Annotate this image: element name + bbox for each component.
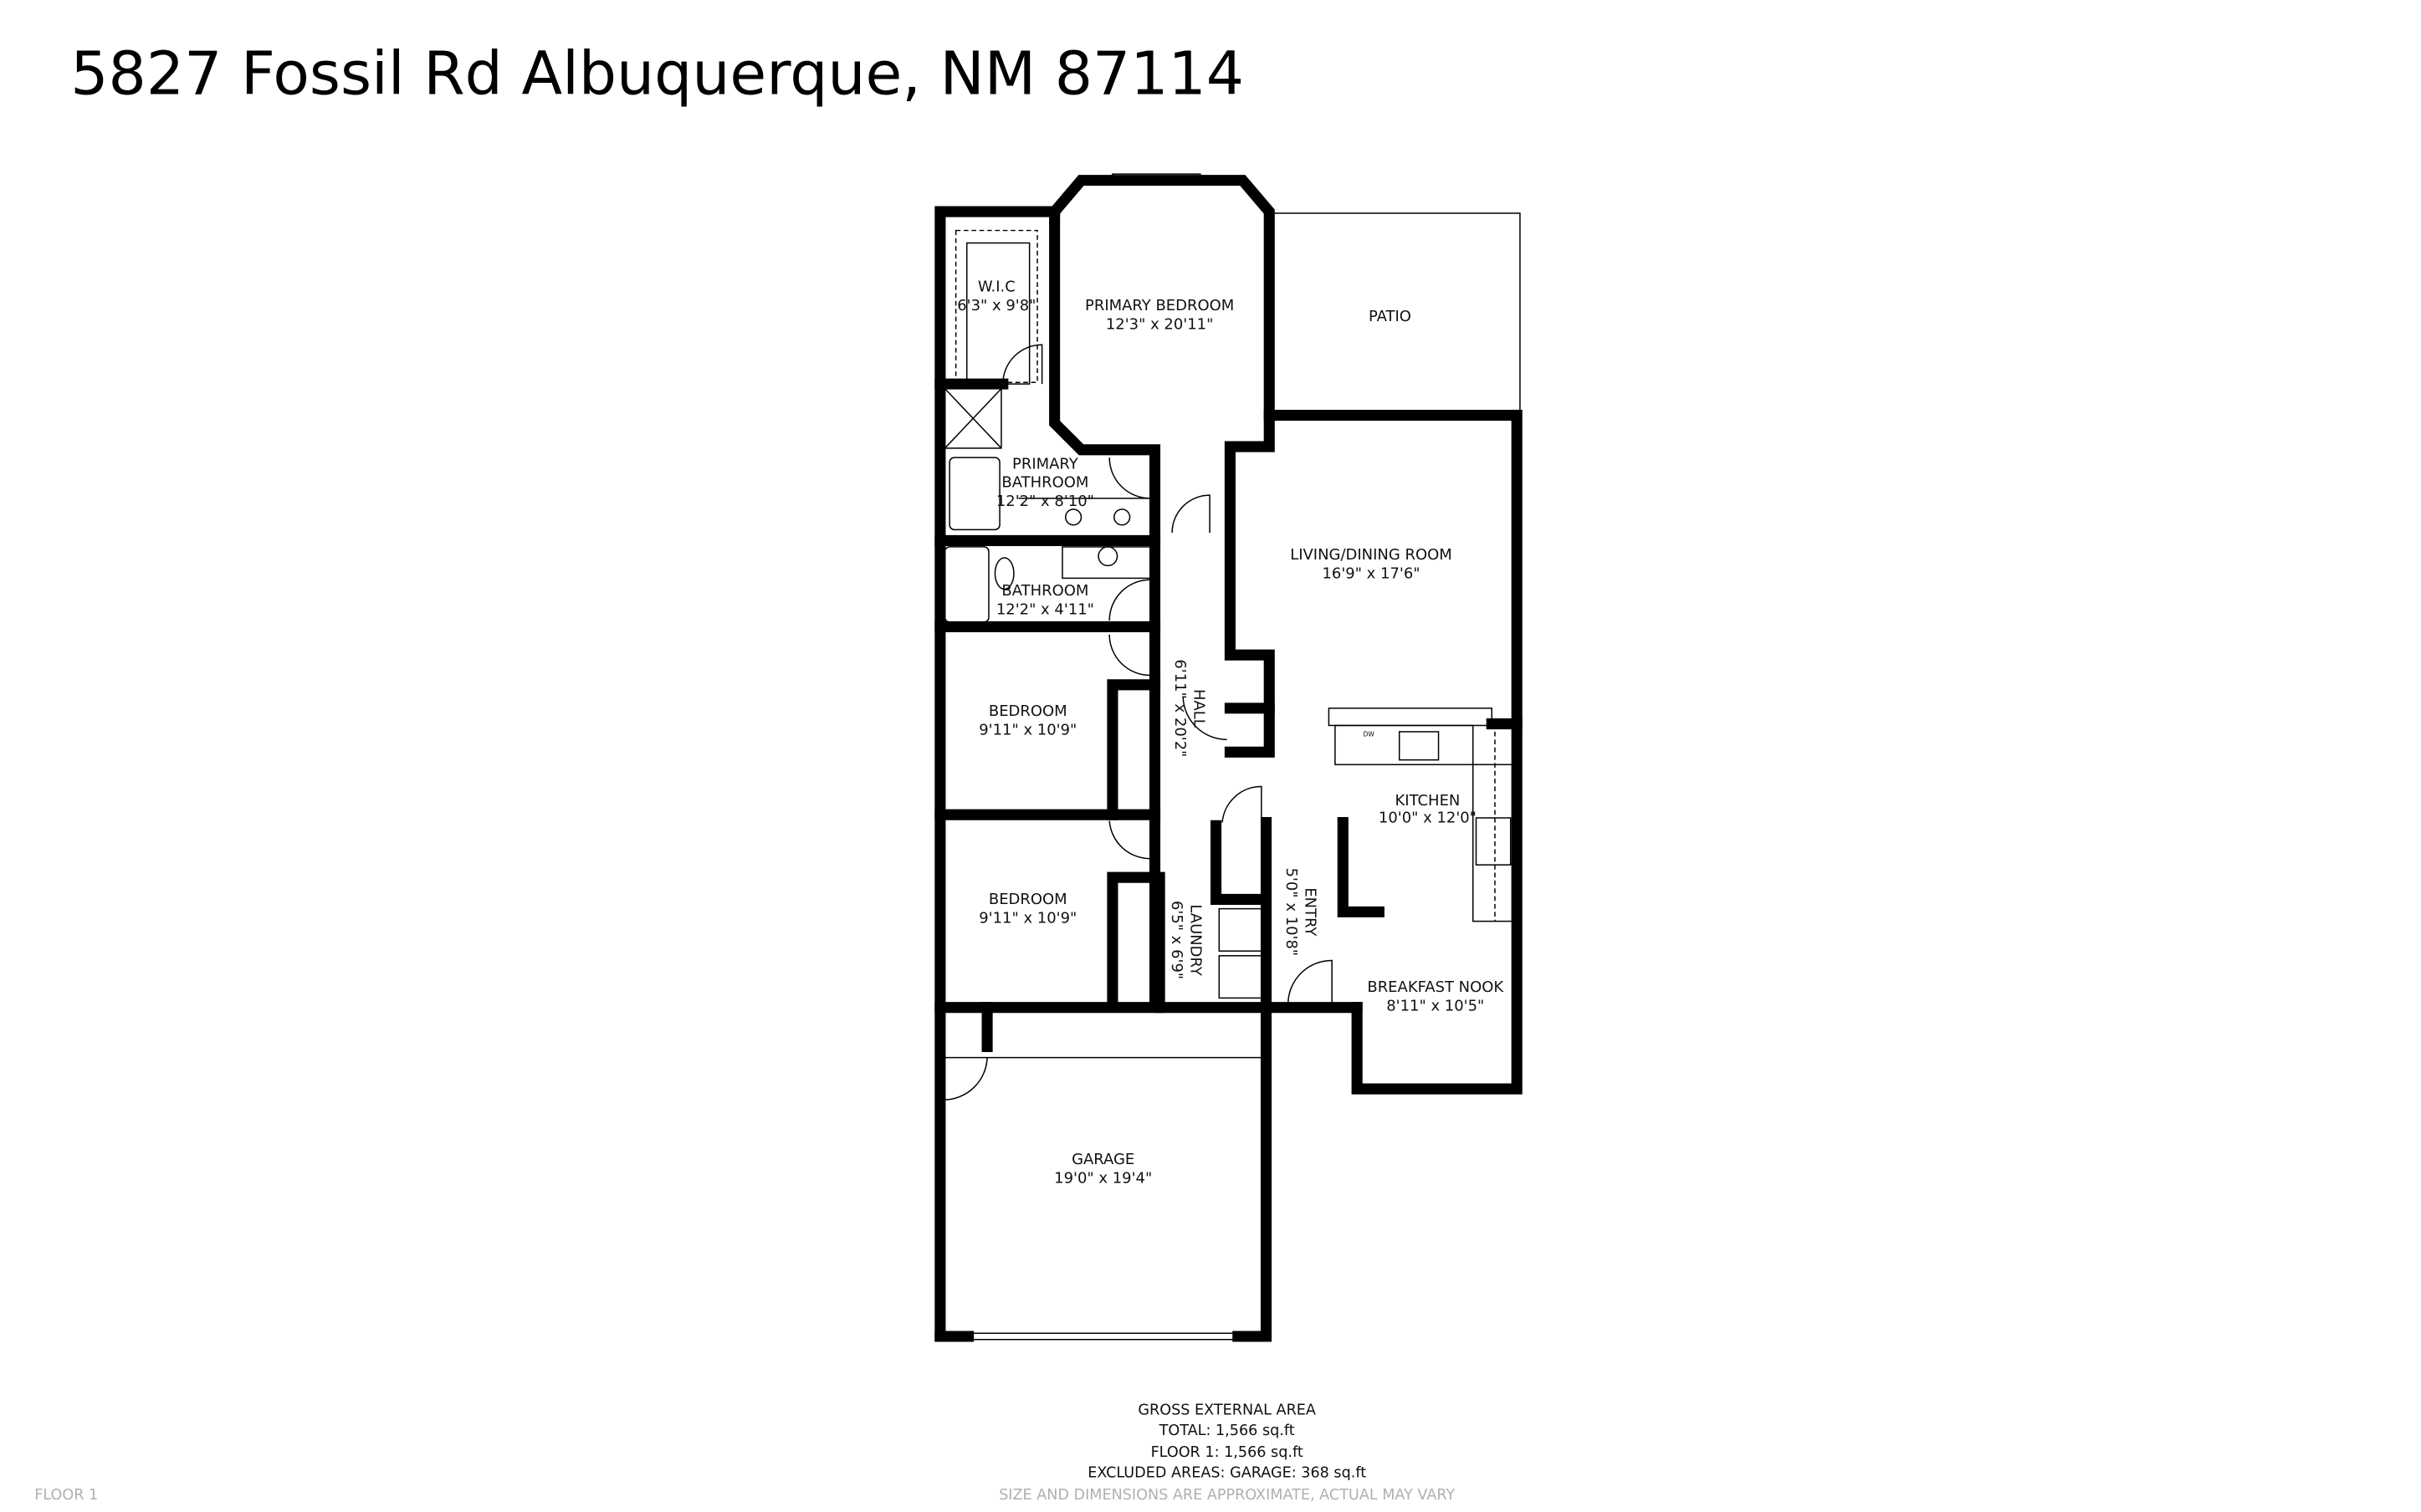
svg-text:8'11" x 10'5": 8'11" x 10'5" (1386, 997, 1484, 1014)
page-title: 5827 Fossil Rd Albuquerque, NM 87114 (70, 39, 1244, 109)
svg-text:BATHROOM: BATHROOM (1001, 582, 1088, 600)
svg-text:6'11" x 20'2": 6'11" x 20'2" (1171, 659, 1189, 757)
dishwasher-label: DW (1364, 731, 1375, 738)
room-label-patio: PATIO (1369, 308, 1411, 325)
room-label-primary-bathroom: PRIMARY BATHROOM 12'2" x 8'10" (996, 455, 1094, 510)
room-label-bathroom: BATHROOM 12'2" x 4'11" (996, 582, 1094, 618)
svg-text:19'0" x 19'4": 19'0" x 19'4" (1054, 1169, 1152, 1187)
svg-text:BEDROOM: BEDROOM (989, 702, 1067, 720)
room-label-garage: GARAGE 19'0" x 19'4" (1054, 1151, 1152, 1187)
svg-text:LIVING/DINING ROOM: LIVING/DINING ROOM (1290, 546, 1452, 564)
floor-plan: DW (934, 173, 1523, 1342)
svg-text:12'3" x 20'11": 12'3" x 20'11" (1106, 316, 1214, 334)
area-summary: GROSS EXTERNAL AREA TOTAL: 1,566 sq.ft F… (999, 1402, 1455, 1504)
svg-text:16'9" x 17'6": 16'9" x 17'6" (1322, 564, 1420, 582)
svg-text:GARAGE: GARAGE (1072, 1151, 1134, 1168)
svg-text:W.I.C: W.I.C (978, 278, 1016, 296)
svg-text:PATIO: PATIO (1369, 308, 1411, 325)
svg-text:BATHROOM: BATHROOM (1001, 474, 1088, 492)
svg-text:5'0" x 10'8": 5'0" x 10'8" (1282, 868, 1300, 957)
svg-text:12'2" x 8'10": 12'2" x 8'10" (996, 493, 1094, 510)
room-label-bedroom-2: BEDROOM 9'11" x 10'9" (979, 891, 1077, 927)
svg-text:PRIMARY: PRIMARY (1012, 455, 1079, 472)
walls (934, 175, 1523, 1342)
svg-text:KITCHEN: KITCHEN (1395, 792, 1461, 810)
room-label-bedroom-1: BEDROOM 9'11" x 10'9" (979, 702, 1077, 738)
floor-label: FLOOR 1 (34, 1487, 98, 1504)
svg-text:6'3" x 9'8": 6'3" x 9'8" (957, 297, 1036, 314)
room-label-wic: W.I.C 6'3" x 9'8" (957, 278, 1036, 314)
svg-text:PRIMARY BEDROOM: PRIMARY BEDROOM (1085, 297, 1234, 314)
svg-text:LAUNDRY: LAUNDRY (1187, 904, 1205, 976)
svg-text:12'2" x 4'11": 12'2" x 4'11" (996, 600, 1094, 618)
area-heading: GROSS EXTERNAL AREA (1138, 1402, 1316, 1419)
area-floor-1: FLOOR 1: 1,566 sq.ft (1151, 1444, 1303, 1461)
svg-text:BEDROOM: BEDROOM (989, 891, 1067, 908)
room-label-entry: ENTRY 5'0" x 10'8" (1282, 868, 1318, 957)
room-label-kitchen: KITCHEN 10'0" x 12'0" (1379, 792, 1477, 827)
svg-text:9'11" x 10'9": 9'11" x 10'9" (979, 722, 1077, 739)
svg-text:6'5" x 6'9": 6'5" x 6'9" (1168, 901, 1185, 979)
room-label-living-dining: LIVING/DINING ROOM 16'9" x 17'6" (1290, 546, 1452, 582)
area-total: TOTAL: 1,566 sq.ft (1159, 1423, 1295, 1439)
svg-text:10'0" x 12'0": 10'0" x 12'0" (1379, 810, 1477, 827)
door-swings (944, 344, 1333, 1101)
disclaimer: SIZE AND DIMENSIONS ARE APPROXIMATE, ACT… (999, 1487, 1455, 1504)
room-label-breakfast-nook: BREAKFAST NOOK 8'11" x 10'5" (1367, 978, 1504, 1014)
svg-text:ENTRY: ENTRY (1301, 887, 1318, 937)
area-excluded: EXCLUDED AREAS: GARAGE: 368 sq.ft (1088, 1465, 1366, 1482)
room-label-hall: HALL 6'11" x 20'2" (1171, 659, 1207, 757)
svg-text:9'11" x 10'9": 9'11" x 10'9" (979, 909, 1077, 927)
svg-text:BREAKFAST NOOK: BREAKFAST NOOK (1367, 978, 1504, 996)
room-label-primary-bedroom: PRIMARY BEDROOM 12'3" x 20'11" (1085, 297, 1234, 333)
svg-text:HALL: HALL (1190, 689, 1207, 728)
room-label-laundry: LAUNDRY 6'5" x 6'9" (1168, 901, 1204, 979)
